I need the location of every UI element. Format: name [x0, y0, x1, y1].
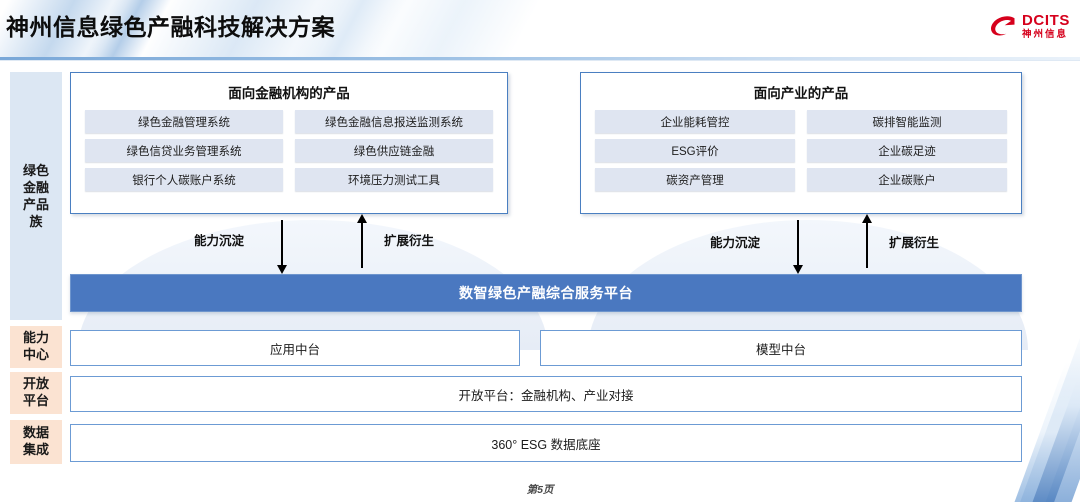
- ribbon-stripe: [1020, 327, 1080, 502]
- page-title: 神州信息绿色产融科技解决方案: [6, 14, 335, 40]
- flow-label-capability-deposit: 能力沉淀: [194, 234, 245, 248]
- panel-title: 面向金融机构的产品: [228, 86, 350, 101]
- product-chip[interactable]: ESG评价: [595, 139, 795, 162]
- product-chip[interactable]: 绿色供应链金融: [295, 139, 493, 162]
- swoosh-icon: [990, 15, 1017, 37]
- open-platform-row[interactable]: 开放平台：金融机构、产业对接: [70, 376, 1022, 412]
- product-chip[interactable]: 环境压力测试工具: [295, 168, 493, 191]
- flow-label-extension-derivation: 扩展衍生: [889, 236, 940, 250]
- panel-chip-list: 企业能耗管控 碳排智能监测 ESG评价 企业碳足迹 碳资产管理 企业碳账户: [581, 102, 1021, 191]
- middle-box-application[interactable]: 应用中台: [70, 330, 520, 366]
- rail-item-capability-center: 能力中心: [10, 326, 62, 368]
- rail-label: 数据集成: [22, 425, 49, 457]
- data-foundation-row[interactable]: 360° ESG 数据底座: [70, 424, 1022, 462]
- arrow-down-icon: [793, 220, 803, 274]
- platform-label: 数智绿色产融综合服务平台: [459, 285, 633, 301]
- product-chip[interactable]: 碳资产管理: [595, 168, 795, 191]
- flow-label-extension-derivation: 扩展衍生: [384, 234, 435, 248]
- panel-industry: 面向产业的产品 企业能耗管控 碳排智能监测 ESG评价 企业碳足迹 碳资产管理 …: [580, 72, 1022, 214]
- panel-financial-institutions: 面向金融机构的产品 绿色金融管理系统 绿色金融信息报送监测系统 绿色信贷业务管理…: [70, 72, 508, 214]
- flow-label-capability-deposit: 能力沉淀: [710, 236, 761, 250]
- slide-header: 神州信息绿色产融科技解决方案 DCITS 神州信息: [0, 0, 1080, 60]
- product-chip[interactable]: 企业碳足迹: [807, 139, 1007, 162]
- rail-item-data-integration: 数据集成: [10, 420, 62, 464]
- rail-item-green-finance-products: 绿色金融产品族: [10, 72, 62, 320]
- page-number: 第5页: [526, 484, 554, 496]
- platform-bar[interactable]: 数智绿色产融综合服务平台: [70, 274, 1022, 312]
- brand-logo: DCITS 神州信息: [990, 8, 1070, 44]
- arrow-down-icon: [277, 220, 287, 274]
- header-divider: [0, 57, 1080, 60]
- product-chip[interactable]: 银行个人碳账户系统: [85, 168, 283, 191]
- ribbon-stripe: [1014, 362, 1080, 502]
- logo-text-en: DCITS: [1022, 11, 1070, 29]
- rail-label: 开放平台: [22, 376, 49, 408]
- product-chip[interactable]: 绿色金融管理系统: [85, 110, 283, 133]
- header-streak-icon: [332, 0, 562, 60]
- rail-item-open-platform: 开放平台: [10, 372, 62, 414]
- product-chip[interactable]: 企业能耗管控: [595, 110, 795, 133]
- rail-label: 能力中心: [22, 330, 49, 362]
- panel-chip-list: 绿色金融管理系统 绿色金融信息报送监测系统 绿色信贷业务管理系统 绿色供应链金融…: [71, 102, 507, 191]
- ribbon-stripe: [1045, 302, 1080, 502]
- product-chip[interactable]: 碳排智能监测: [807, 110, 1007, 133]
- product-chip[interactable]: 企业碳账户: [807, 168, 1007, 191]
- product-chip[interactable]: 绿色金融信息报送监测系统: [295, 110, 493, 133]
- arrow-up-icon: [862, 214, 872, 268]
- logo-text-cn: 神州信息: [1022, 28, 1069, 40]
- rail-label: 绿色金融产品族: [22, 162, 49, 230]
- product-chip[interactable]: 绿色信贷业务管理系统: [85, 139, 283, 162]
- panel-title: 面向产业的产品: [753, 86, 849, 101]
- arrow-up-icon: [357, 214, 367, 268]
- header-divider-thin: [0, 60, 1080, 61]
- middle-box-model[interactable]: 模型中台: [540, 330, 1022, 366]
